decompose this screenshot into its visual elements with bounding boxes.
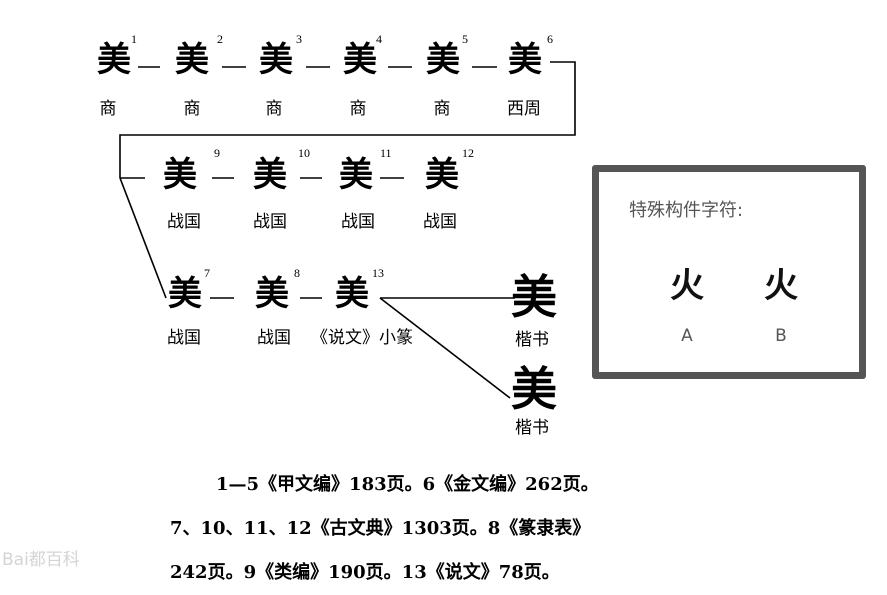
glyph-11: 美 — [339, 155, 373, 195]
glyph-6: 美 — [508, 40, 542, 80]
glyph-number-3: 3 — [296, 32, 302, 46]
glyph-kaishu-2: 美 — [511, 362, 557, 416]
glyph-9: 美 — [163, 155, 197, 195]
glyph-8: 美 — [255, 274, 289, 314]
glyph-number-13: 13 — [372, 266, 384, 280]
glyph-number-6: 6 — [547, 32, 553, 46]
era-label-6: 西周 — [507, 99, 541, 119]
glyph-3: 美 — [259, 40, 293, 80]
era-label-8: 战国 — [257, 328, 291, 348]
era-label-3: 商 — [265, 99, 283, 119]
source-note-line-2: 7、10、11、12《古文典》1303页。8《篆隶表》 — [170, 518, 591, 539]
component-b-label: B — [775, 326, 787, 346]
era-label-11: 战国 — [341, 212, 375, 232]
era-label-13: 《说文》小篆 — [311, 328, 413, 348]
era-label-kaishu-2: 楷书 — [515, 418, 549, 438]
glyph-13: 美 — [335, 274, 369, 314]
glyph-10: 美 — [253, 155, 287, 195]
glyph-kaishu-1: 美 — [511, 270, 557, 324]
glyph-number-2: 2 — [217, 32, 223, 46]
component-a: 火 — [670, 266, 704, 306]
panel-title: 特殊构件字符: — [629, 200, 744, 221]
glyph-number-4: 4 — [376, 32, 382, 46]
source-note-line-3: 242页。9《类编》190页。13《说文》78页。 — [170, 562, 560, 583]
watermark: Bai都百科 — [2, 550, 80, 570]
glyph-12: 美 — [425, 155, 459, 195]
era-label-10: 战国 — [253, 212, 287, 232]
era-label-1: 商 — [99, 99, 117, 119]
glyph-number-8: 8 — [294, 266, 300, 280]
component-b: 火 — [764, 266, 798, 306]
glyph-4: 美 — [343, 40, 377, 80]
glyph-number-9: 9 — [214, 146, 220, 160]
glyph-number-7: 7 — [204, 266, 210, 280]
glyph-1: 美 — [97, 40, 131, 80]
glyph-number-10: 10 — [298, 146, 310, 160]
glyph-7: 美 — [168, 274, 202, 314]
glyph-2: 美 — [175, 40, 209, 80]
glyph-number-1: 1 — [131, 32, 137, 46]
component-a-label: A — [681, 326, 693, 346]
glyph-number-5: 5 — [462, 32, 468, 46]
era-label-kaishu-1: 楷书 — [515, 330, 549, 350]
glyph-number-12: 12 — [462, 146, 474, 160]
glyph-5: 美 — [426, 40, 460, 80]
era-label-2: 商 — [183, 99, 201, 119]
era-label-9: 战国 — [167, 212, 201, 232]
glyph-number-11: 11 — [380, 146, 392, 160]
era-label-4: 商 — [349, 99, 367, 119]
era-label-12: 战国 — [423, 212, 457, 232]
era-label-5: 商 — [433, 99, 451, 119]
era-label-7: 战国 — [167, 328, 201, 348]
special-components-panel: 特殊构件字符: 火 火 A B — [592, 165, 866, 379]
source-note-line-1: 1—5《甲文编》183页。6《金文编》262页。 — [216, 474, 599, 495]
